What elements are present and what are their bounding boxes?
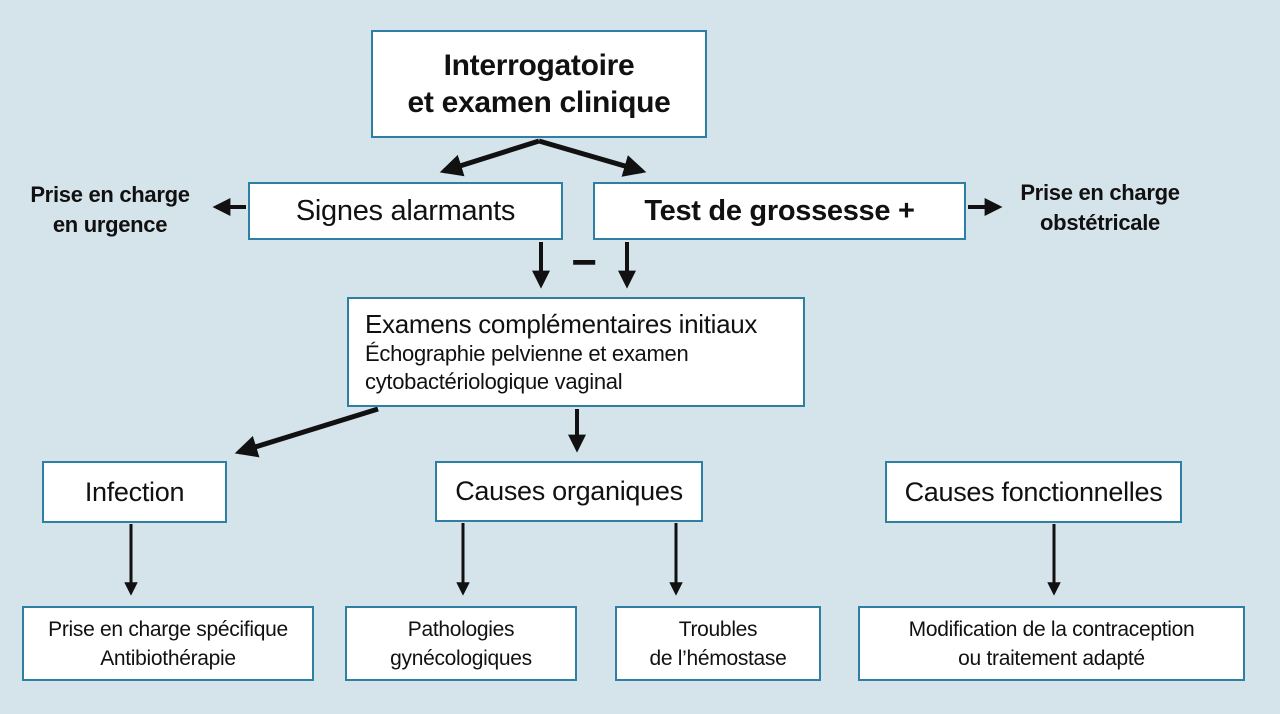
- examens-title: Examens complémentaires initiaux: [365, 309, 758, 339]
- node-test-grossesse-positif: Test de grossesse +: [593, 182, 966, 240]
- label-prise-en-charge-obstetricale: Prise en charge obstétricale: [1020, 180, 1180, 235]
- node-signes-alarmants: Signes alarmants: [248, 182, 563, 240]
- arrow-examens-to-infection: [234, 406, 379, 458]
- node-prise-en-charge-specifique: Prise en charge spécifique Antibiothérap…: [22, 606, 314, 681]
- node-troubles-hemostase: Troubles de l’hémostase: [615, 606, 821, 681]
- arrow-top-to-test: [538, 138, 647, 177]
- node-infection: Infection: [42, 461, 227, 523]
- arrow-top-to-signes: [439, 138, 540, 177]
- node-causes-fonctionnelles: Causes fonctionnelles: [885, 461, 1182, 523]
- node-pathologies-gynecologiques: Pathologies gynécologiques: [345, 606, 577, 681]
- node-causes-organiques: Causes organiques: [435, 461, 703, 522]
- label-prise-en-charge-urgence: Prise en charge en urgence: [30, 182, 190, 237]
- examens-subtitle: Échographie pelvienne et examen cytobact…: [365, 341, 689, 394]
- node-examens-complementaires: Examens complémentaires initiaux Échogra…: [347, 297, 805, 407]
- node-modification-contraception: Modification de la contraception ou trai…: [858, 606, 1245, 681]
- label-test-negatif: −: [571, 237, 597, 287]
- node-interrogatoire-examen-clinique: Interrogatoire et examen clinique: [371, 30, 707, 138]
